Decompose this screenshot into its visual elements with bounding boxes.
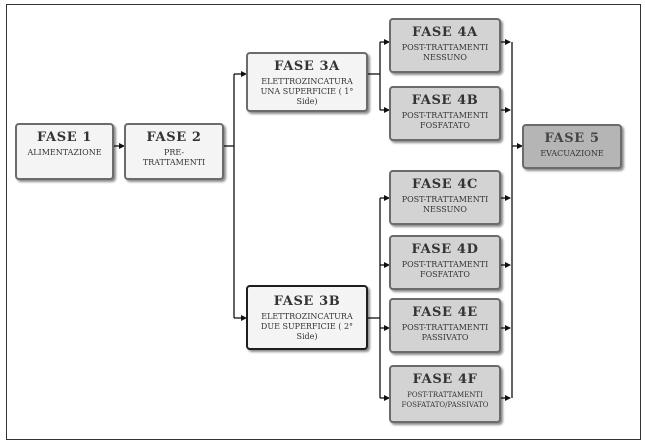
node-fase-4b: FASE 4B POST-TRATTAMENTI FOSFATATO [389, 86, 501, 141]
node-fase-4a: FASE 4A POST-TRATTAMENTI NESSUNO [389, 18, 501, 73]
node-title: FASE 3A [274, 59, 340, 74]
node-title: FASE 4A [412, 25, 478, 40]
node-fase-4d: FASE 4D POST-TRATTAMENTI FOSFATATO [389, 235, 501, 290]
node-description: ELETTROZINCATURA UNA SUPERFICIE ( 1° Sid… [260, 77, 354, 106]
node-fase-3b: FASE 3B ELETTROZINCATURA DUE SUPERFICIE … [246, 285, 368, 350]
node-title: FASE 2 [146, 130, 202, 145]
node-fase-4f: FASE 4F POST-TRATTAMENTI FOSFATATO/PASSI… [389, 365, 501, 423]
node-description: POST-TRATTAMENTI NESSUNO [401, 43, 489, 62]
node-fase-1: FASE 1 ALIMENTAZIONE [15, 123, 114, 180]
node-description: PRE-TRATTAMENTI [142, 148, 206, 167]
node-title: FASE 4C [412, 177, 478, 192]
node-fase-4e: FASE 4E POST-TRATTAMENTI PASSIVATO [389, 298, 501, 353]
node-description: POST-TRATTAMENTI PASSIVATO [401, 323, 489, 342]
node-title: FASE 4B [411, 93, 479, 108]
node-fase-3a: FASE 3A ELETTROZINCATURA UNA SUPERFICIE … [246, 52, 368, 112]
node-title: FASE 5 [544, 131, 600, 146]
node-fase-5: FASE 5 EVACUAZIONE [522, 124, 622, 169]
node-fase-2: FASE 2 PRE-TRATTAMENTI [124, 123, 224, 180]
node-description: ELETTROZINCATURA DUE SUPERFICIE ( 2° Sid… [260, 312, 354, 341]
node-title: FASE 4E [412, 305, 478, 320]
node-description: ALIMENTAZIONE [27, 148, 102, 157]
node-title: FASE 3B [273, 294, 341, 309]
node-title: FASE 1 [36, 130, 93, 145]
node-description: POST-TRATTAMENTI FOSFATATO [401, 111, 489, 130]
node-fase-4c: FASE 4C POST-TRATTAMENTI NESSUNO [389, 170, 501, 225]
node-title: FASE 4D [411, 242, 479, 257]
node-description: EVACUAZIONE [540, 149, 604, 158]
node-description: POST-TRATTAMENTI FOSFATATO [401, 260, 489, 279]
node-title: FASE 4F [412, 372, 478, 387]
node-description: POST-TRATTAMENTI NESSUNO [401, 195, 489, 214]
footer-divider [6, 439, 641, 440]
node-description: POST-TRATTAMENTI FOSFATATO/PASSIVATO [401, 391, 489, 409]
